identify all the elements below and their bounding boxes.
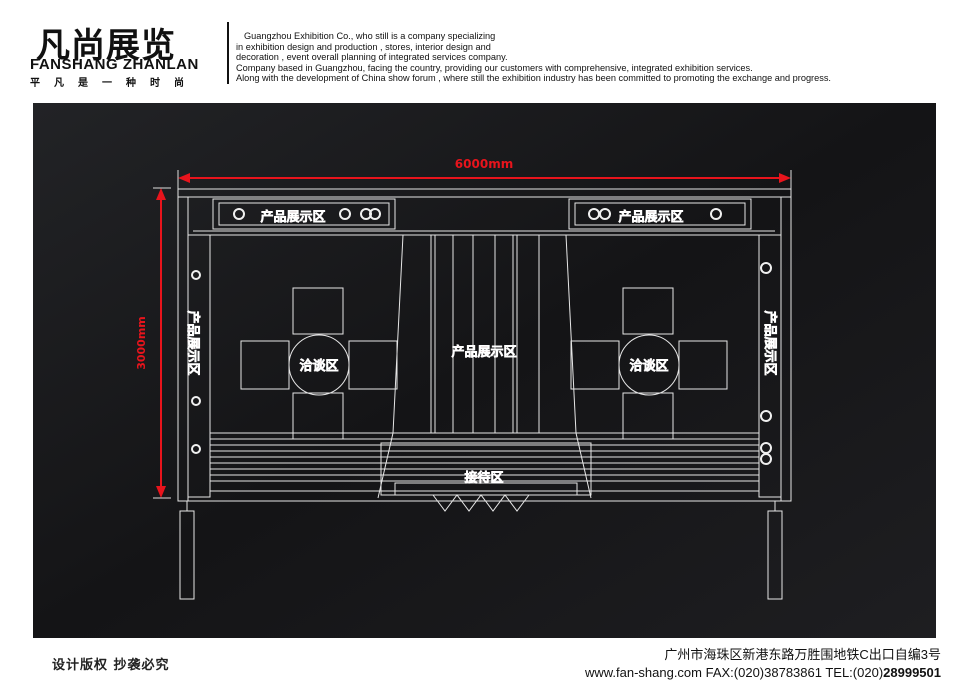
chair: [292, 392, 344, 440]
reception-stools: [432, 494, 530, 512]
zone-label-negotiation-right: 洽谈区: [629, 358, 668, 374]
floor-platform: [209, 432, 760, 492]
header-divider: [227, 22, 229, 84]
top-left-cabinet: [212, 198, 396, 230]
width-label: 6000mm: [455, 157, 513, 171]
company-line: Guangzhou Exhibition Co., who still is a…: [244, 31, 496, 41]
zone-label-product-right: 产品展示区: [762, 310, 778, 375]
company-logo: 凡尚展览: [36, 26, 176, 66]
chair: [348, 340, 398, 390]
left-negotiation-set: [240, 287, 398, 440]
contact-prefix: www.fan-shang.com FAX:(020)38783861 TEL:…: [584, 665, 884, 680]
zone-label-product-top-left: 产品展示区: [260, 209, 325, 225]
zone-label-product-top-right: 产品展示区: [618, 209, 683, 225]
top-right-cabinet: [568, 198, 752, 230]
chair: [240, 340, 290, 390]
height-label: 3000mm: [135, 316, 148, 370]
address-line: 广州市海珠区新港东路万胜围地铁C出口自编3号: [664, 647, 941, 662]
chair: [678, 340, 728, 390]
right-negotiation-set: [570, 287, 728, 440]
header: 凡尚展览 FANSHANG ZHANLAN 平凡是一种时尚 Guangzhou …: [0, 0, 969, 100]
contact-line: www.fan-shang.com FAX:(020)38783861 TEL:…: [585, 664, 941, 682]
logo-subtitle: FANSHANG ZHANLAN: [30, 56, 199, 73]
top-left-cabinet-inner: [218, 202, 390, 226]
chair: [622, 287, 674, 335]
chair: [292, 287, 344, 335]
display-rings: [191, 208, 772, 465]
logo-slogan: 平凡是一种时尚: [30, 78, 198, 89]
contact-info: 广州市海珠区新港东路万胜围地铁C出口自编3号 www.fan-shang.com…: [585, 646, 941, 682]
zone-label-reception: 接待区: [464, 470, 503, 486]
zone-label-product-left: 产品展示区: [185, 310, 201, 375]
company-line: Company based in Guangzhou, facing the c…: [236, 62, 753, 73]
company-description: Guangzhou Exhibition Co., who still is a…: [236, 31, 966, 84]
left-wall: [187, 234, 211, 498]
floor-plan-panel: 6000mm 3000mm: [33, 103, 936, 638]
floor-plan-drawing: 6000mm 3000mm: [33, 103, 936, 638]
chair: [570, 340, 620, 390]
height-dimension: 3000mm: [135, 187, 171, 499]
panel-background: [33, 103, 936, 638]
copyright-notice: 设计版权 抄袭必究: [52, 658, 170, 673]
width-dimension: 6000mm: [177, 157, 792, 189]
chair: [622, 392, 674, 440]
company-line: Along with the development of China show…: [236, 73, 831, 83]
top-right-cabinet-inner: [574, 202, 746, 226]
phone-number: 28999501: [883, 665, 941, 680]
company-line: decoration , event overall planning of i…: [236, 52, 508, 62]
right-wall: [758, 234, 782, 498]
company-line: in exhibition design and production , st…: [236, 41, 491, 52]
zone-label-product-center: 产品展示区: [451, 344, 516, 360]
zone-label-negotiation-left: 洽谈区: [299, 358, 338, 374]
